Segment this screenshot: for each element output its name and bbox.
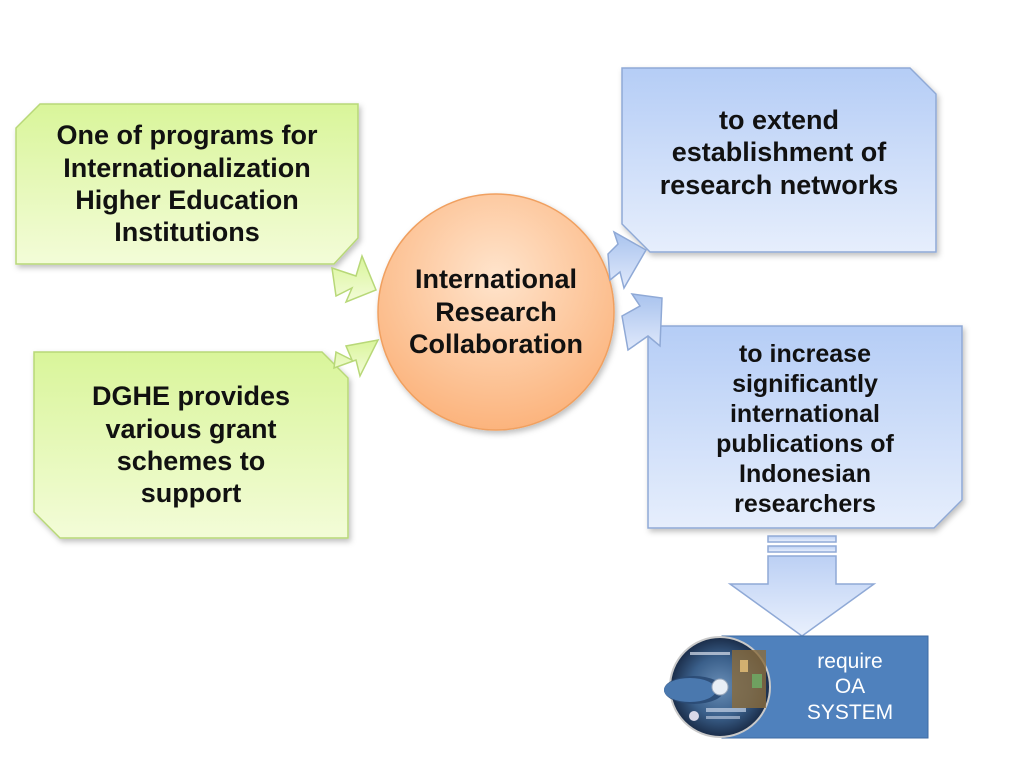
green-arrow-upper xyxy=(331,253,377,304)
oa-box-text: require OA SYSTEM xyxy=(806,650,894,724)
down-arrow-stripe-2 xyxy=(767,545,837,553)
blue-arrow-lower xyxy=(621,293,663,352)
down-arrow-stripe-1 xyxy=(767,535,837,543)
center-circle xyxy=(377,193,615,431)
blue-arrow-upper xyxy=(607,230,648,290)
green-box-bottom-left xyxy=(33,351,349,539)
blue-box-bottom-right-text: to increase significantly international … xyxy=(716,340,894,518)
green-arrow-lower xyxy=(333,338,380,379)
down-arrow xyxy=(727,555,877,637)
green-box-top-left-text: One of programs for Internationalization… xyxy=(56,120,318,248)
green-box-top-left xyxy=(15,103,359,265)
blue-box-bottom-right xyxy=(647,325,963,529)
center-circle-text: International Research Collaboration xyxy=(409,264,583,360)
journal-disc-image xyxy=(664,636,771,738)
blue-box-top-right xyxy=(621,67,937,253)
green-box-bottom-left-text: DGHE provides various grant schemes to s… xyxy=(91,381,291,509)
blue-box-top-right-text: to extend establishment of research netw… xyxy=(659,105,899,200)
